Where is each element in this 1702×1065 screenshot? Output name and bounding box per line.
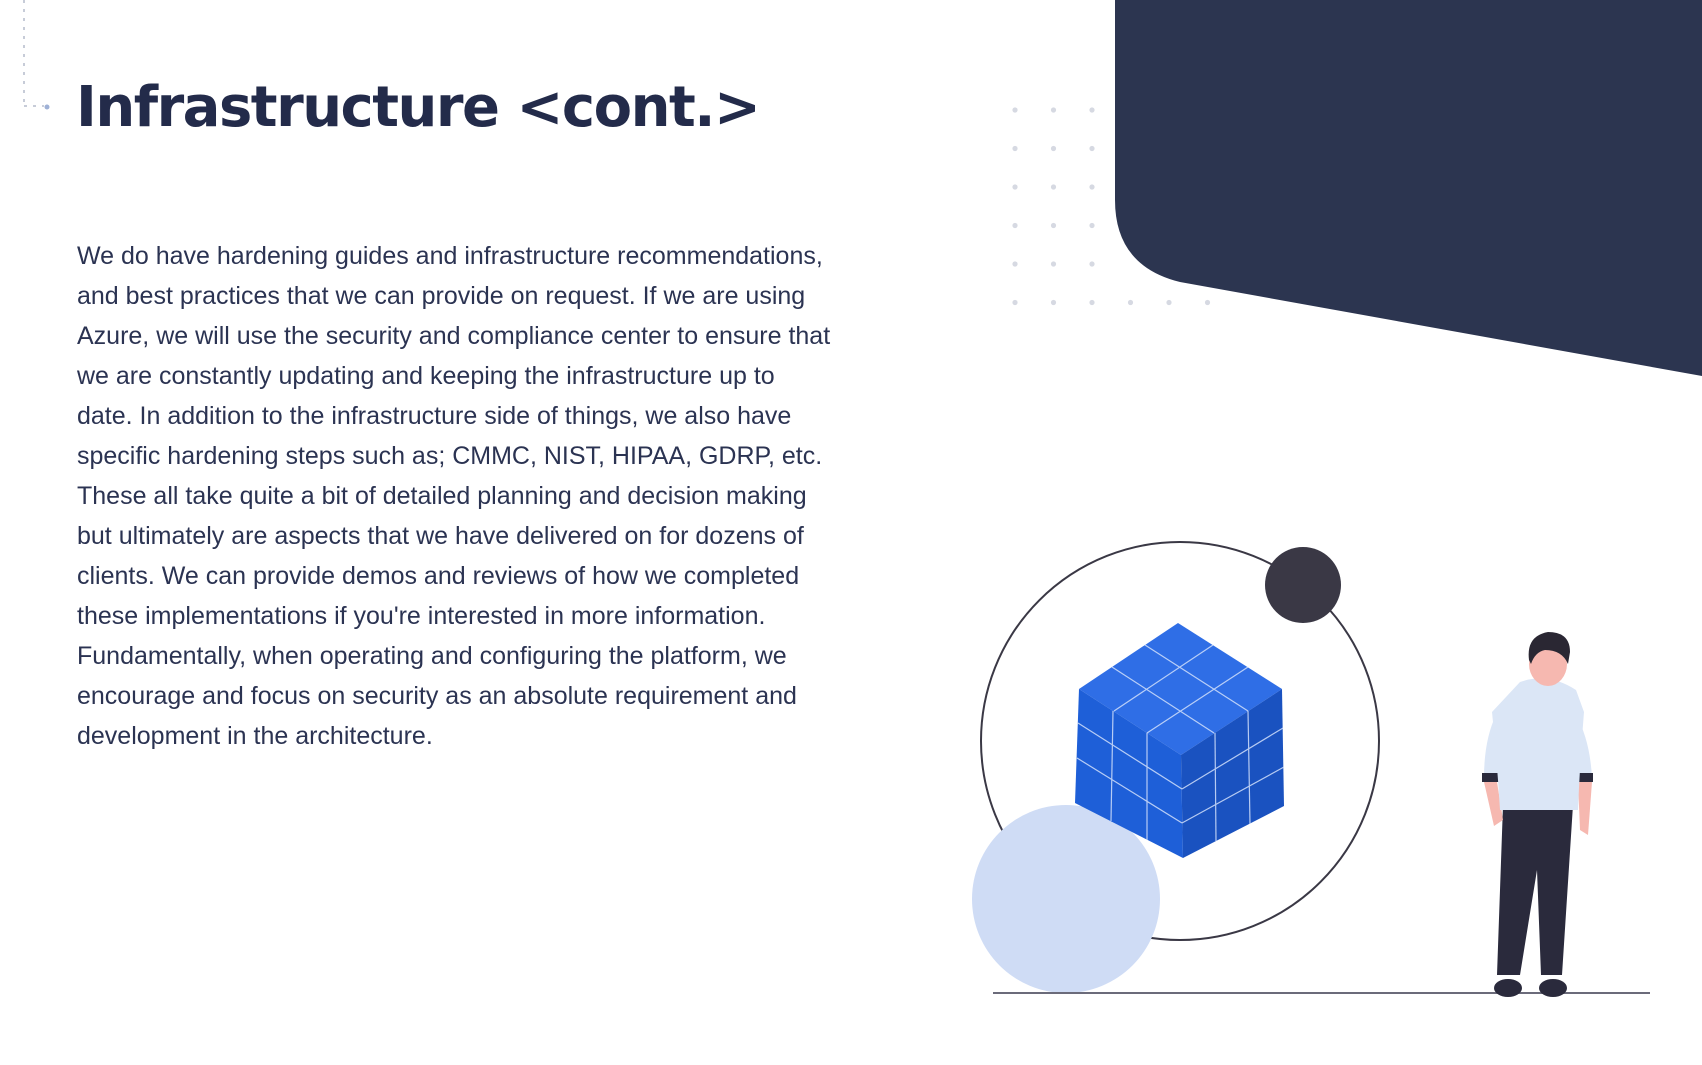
grid-dot <box>1204 299 1211 306</box>
orbit-ring <box>980 541 1380 941</box>
grid-dot <box>1050 299 1057 306</box>
grid-dot <box>1012 145 1018 152</box>
grid-dot <box>1089 261 1095 267</box>
grid-dot <box>1012 261 1018 267</box>
grid-dot <box>1089 184 1095 190</box>
page-title: Infrastructure <cont.> <box>76 75 761 140</box>
navy-header-shape <box>1115 0 1702 376</box>
grid-dot <box>1012 107 1018 113</box>
person-pants <box>1497 805 1573 975</box>
dot-grid-icon <box>1012 107 1211 306</box>
person-illustration-icon <box>1482 632 1593 997</box>
grid-dot <box>1012 184 1018 190</box>
grid-dot <box>1127 299 1134 306</box>
grid-dot <box>1050 222 1057 229</box>
grid-dot <box>1050 184 1057 190</box>
grid-dot <box>1050 145 1057 152</box>
grid-dot <box>1089 145 1095 152</box>
grid-dot <box>1050 107 1057 113</box>
grid-dot <box>1089 107 1095 113</box>
grid-dot <box>1012 299 1018 306</box>
grid-dot <box>1012 222 1018 229</box>
corner-bracket-icon <box>23 0 50 110</box>
grid-dot <box>1089 222 1095 229</box>
light-blue-circle <box>972 805 1160 993</box>
grid-dot <box>1089 299 1095 306</box>
body-paragraph: We do have hardening guides and infrastr… <box>77 242 831 750</box>
grid-dot <box>1166 299 1172 306</box>
dark-planet-circle <box>1265 547 1341 623</box>
cube-illustration-icon <box>1075 623 1285 858</box>
person-shirt <box>1492 678 1584 810</box>
grid-dot <box>1050 261 1057 267</box>
